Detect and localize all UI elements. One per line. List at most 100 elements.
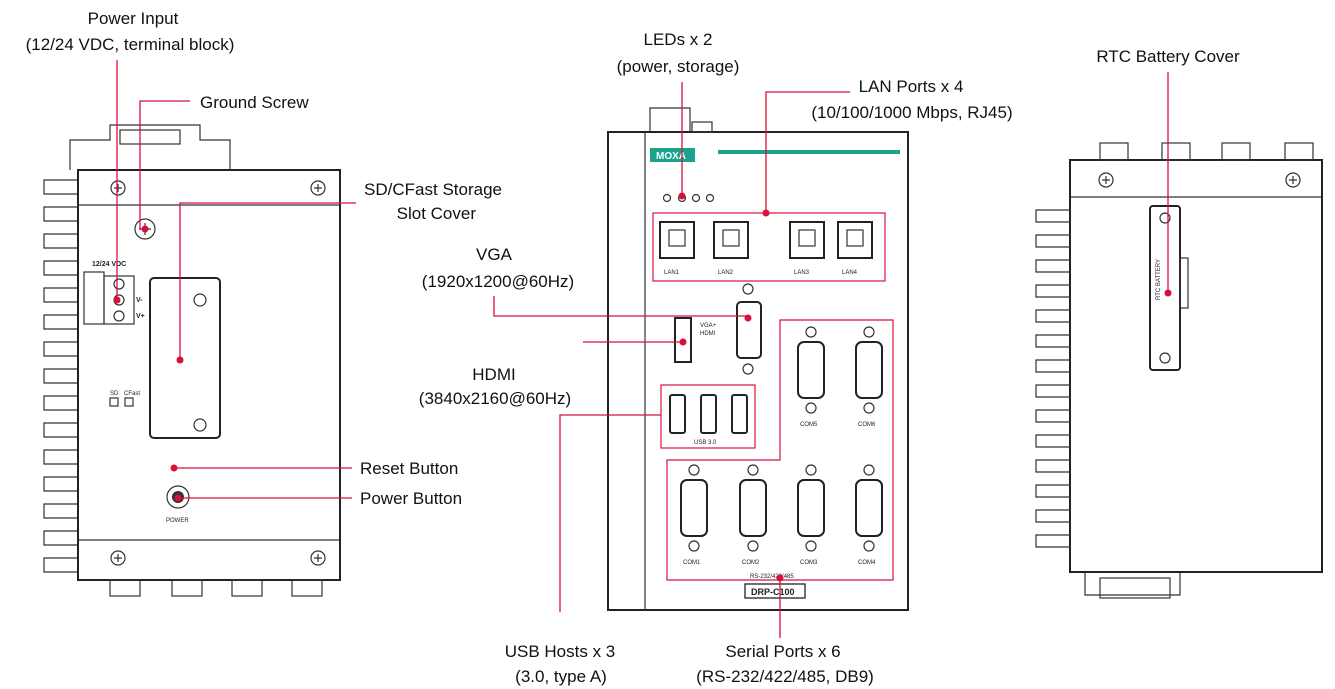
fin <box>43 206 78 222</box>
com-port-label: COM5 <box>800 422 818 428</box>
fin <box>43 287 78 303</box>
sd-label: SD <box>110 391 119 397</box>
fin <box>1035 434 1070 448</box>
com-screw <box>805 402 817 414</box>
fin <box>43 530 78 546</box>
com-port-label: COM2 <box>742 560 760 566</box>
com-port <box>797 479 825 537</box>
com-screw <box>805 326 817 338</box>
rtc-battery-cover <box>1149 205 1181 371</box>
fin <box>43 341 78 357</box>
vga-port <box>736 301 762 359</box>
battery-label: RTC BATTERY <box>1156 259 1162 300</box>
storage-cover-title: SD/CFast Storage <box>364 180 502 199</box>
fin <box>1035 459 1070 473</box>
fin <box>1035 409 1070 423</box>
lan-port-socket <box>846 229 864 247</box>
rtc-label: RTC Battery Cover <box>1096 47 1240 66</box>
callout-lines <box>113 60 1172 638</box>
connector <box>291 579 323 597</box>
fin <box>43 557 78 573</box>
com-port <box>855 341 883 399</box>
fin <box>1035 384 1070 398</box>
lan-port-label: LAN4 <box>842 270 858 276</box>
usb-ports <box>669 394 748 434</box>
lan-port-socket <box>722 229 740 247</box>
lan-port-socket <box>668 229 686 247</box>
fin <box>1035 509 1070 523</box>
com-screw <box>747 464 759 476</box>
lan-port-label: LAN1 <box>664 270 680 276</box>
ground-screw-label: Ground Screw <box>200 93 309 112</box>
connector <box>1161 142 1191 161</box>
lan-title: LAN Ports x 4 <box>859 77 964 96</box>
reset-button-label: Reset Button <box>360 459 458 478</box>
usb-port <box>700 394 717 434</box>
com-screw <box>805 540 817 552</box>
led-indicators <box>662 193 715 203</box>
com-screw <box>805 464 817 476</box>
fin <box>1035 484 1070 498</box>
voltage-label: 12/24 VDC <box>92 261 126 268</box>
power-input-subtitle: (12/24 VDC, terminal block) <box>26 35 235 54</box>
lan-port <box>789 221 825 259</box>
hdmi-subtitle: (3840x2160@60Hz) <box>419 389 571 408</box>
fin <box>43 449 78 465</box>
fin <box>43 260 78 276</box>
connector <box>109 579 141 597</box>
lan-ports: LAN1 LAN2 LAN3 LAN4 <box>659 221 873 276</box>
left-side-view: 12/24 VDC V- V+ SD CFast POWER <box>43 124 341 597</box>
com-screw <box>688 540 700 552</box>
lan-port-label: LAN3 <box>794 270 810 276</box>
com-port-label: COM4 <box>858 560 876 566</box>
com-port <box>855 479 883 537</box>
hdmi-label: HDMI <box>700 331 716 337</box>
connector <box>1099 142 1129 161</box>
usb-port <box>731 394 748 434</box>
fin <box>43 422 78 438</box>
screw-icon <box>310 550 326 566</box>
bottom-connectors <box>109 579 323 597</box>
front-body <box>607 131 909 611</box>
fin <box>1035 334 1070 348</box>
lan-port-label: LAN2 <box>718 270 734 276</box>
fin <box>43 233 78 249</box>
hdmi-port <box>674 317 692 363</box>
com-port-label: COM1 <box>683 560 701 566</box>
fin <box>1035 534 1070 548</box>
screw-icon <box>1285 172 1301 188</box>
screw-icon <box>110 550 126 566</box>
connector <box>231 579 263 597</box>
com-port <box>739 479 767 537</box>
connector <box>1284 142 1314 161</box>
fin <box>43 368 78 384</box>
com-port-label: COM6 <box>858 422 876 428</box>
serial-title: Serial Ports x 6 <box>725 642 840 661</box>
top-connectors <box>1099 142 1314 161</box>
v-plus-label: V+ <box>136 313 145 320</box>
fin <box>1035 359 1070 373</box>
right-side-view: RTC BATTERY <box>1035 142 1323 599</box>
usb-port <box>669 394 686 434</box>
fin <box>43 395 78 411</box>
storage-slot-cover <box>149 277 221 439</box>
brand-logo: MOXA <box>656 151 686 162</box>
model-label: DRP-C100 <box>751 587 795 597</box>
fin <box>43 314 78 330</box>
fin <box>43 179 78 195</box>
lan-subtitle: (10/100/1000 Mbps, RJ45) <box>811 103 1012 122</box>
heatsink-fins-left <box>43 179 78 573</box>
leds-subtitle: (power, storage) <box>617 57 740 76</box>
vga-label: VGA+ <box>700 323 717 329</box>
com-port <box>680 479 708 537</box>
fin <box>1035 209 1070 223</box>
com-screw <box>688 464 700 476</box>
storage-cover-subtitle: Slot Cover <box>397 204 477 223</box>
power-label: POWER <box>166 518 189 524</box>
com-screw <box>863 464 875 476</box>
power-button-label: Power Button <box>360 489 462 508</box>
screw-icon <box>1098 172 1114 188</box>
v-minus-label: V- <box>136 297 143 304</box>
